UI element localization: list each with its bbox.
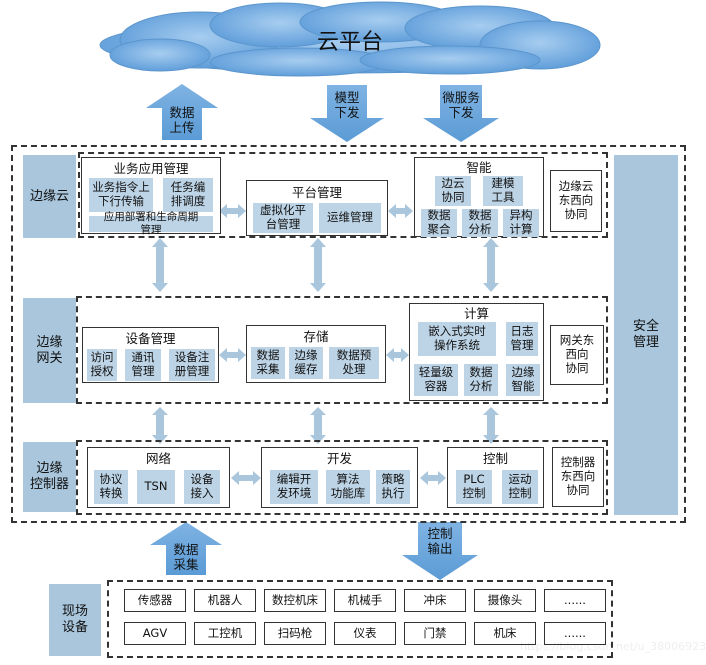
upload-label: 数据 上传 (169, 105, 195, 135)
field-device: ...... (544, 622, 606, 645)
protocol-conversion: 协议 转换 (94, 470, 128, 504)
security-management: 安全 管理 (614, 155, 678, 515)
micro-arrow (423, 85, 499, 142)
dev-environment: 编辑开 发环境 (270, 470, 318, 504)
layer-label-edge-cloud: 边缘云 (23, 155, 76, 238)
field-devices-label: 现场 设备 (49, 584, 101, 656)
layer-label-edge-controller: 边缘 控制器 (23, 442, 76, 512)
double-arrows-row1 (219, 204, 413, 218)
model-arrow (310, 85, 384, 142)
device-access: 设备 接入 (184, 470, 220, 504)
access-auth: 访问 授权 (87, 349, 117, 381)
field-device: AGV (124, 622, 186, 645)
field-devices-row1: 传感器机器人数控机床机械手冲床摄像头...... (124, 589, 614, 613)
policy-execution: 策略 执行 (376, 470, 410, 504)
plc-control: PLC 控制 (456, 470, 492, 504)
vertical-arrows-2 (152, 407, 499, 444)
field-device: 扫码枪 (264, 622, 326, 645)
gateway-ew-collab: 网关东 西向 协同 (550, 325, 604, 385)
network-module: 网络 协议 转换 TSN 设备 接入 (87, 447, 230, 508)
gateway-data-analysis: 数据 分析 (464, 364, 498, 396)
edge-intelligence: 边缘 智能 (506, 364, 540, 396)
virtualization-mgmt: 虚拟化平 台管理 (253, 203, 313, 233)
field-devices-frame (107, 580, 613, 658)
edge-cloud-ew-collab: 边缘云 东西向 协同 (550, 170, 602, 232)
control-module: 控制 PLC 控制 运动 控制 (447, 447, 544, 508)
task-scheduling: 任务编 排调度 (163, 178, 213, 212)
compute-module: 计算 嵌入式实时 操作系统 日志 管理 轻量级 容器 数据 分析 边缘 智能 (409, 303, 544, 401)
collect-label: 数据 采集 (173, 542, 199, 572)
field-device: 机床 (474, 622, 536, 645)
field-device: 机械手 (334, 589, 396, 612)
lightweight-container: 轻量级 容器 (414, 364, 458, 396)
storage-module: 存储 数据 采集 边缘 缓存 数据预 处理 (246, 325, 386, 383)
control-title: 控制 (482, 450, 508, 466)
field-device: 传感器 (124, 589, 186, 612)
model-label: 模型 下发 (334, 90, 360, 120)
command-transfer: 业务指令上 下行传输 (89, 178, 153, 212)
edge-cloud-row (78, 152, 608, 238)
platform-title: 平台管理 (291, 184, 342, 200)
double-arrows-row2 (219, 348, 409, 362)
network-title: 网络 (145, 450, 171, 466)
watermark: https://blog.csdn.net/u_38006923 (520, 640, 706, 653)
device-management: 设备管理 访问 授权 通讯 管理 设备注 册管理 (82, 327, 219, 383)
edge-cache: 边缘 缓存 (289, 347, 323, 379)
algorithm-library: 算法 功能库 (326, 470, 370, 504)
upload-arrow (146, 84, 218, 140)
double-arrows-row3 (231, 471, 446, 485)
motion-control: 运动 控制 (502, 470, 538, 504)
intelligence-title: 智能 (466, 159, 492, 175)
field-device: 冲床 (404, 589, 466, 612)
heterogeneous-compute: 异构 计算 (503, 208, 539, 237)
develop-module: 开发 编辑开 发环境 算法 功能库 策略 执行 (261, 447, 418, 508)
layer-label-edge-gateway: 边缘 网关 (23, 298, 76, 403)
field-device: 工控机 (194, 622, 256, 645)
compute-title: 计算 (463, 305, 489, 321)
device-registration: 设备注 册管理 (169, 349, 215, 381)
storage-title: 存储 (303, 328, 329, 344)
device-mgmt-title: 设备管理 (125, 330, 176, 346)
field-device: 数控机床 (264, 589, 326, 612)
log-mgmt: 日志 管理 (506, 322, 538, 356)
edge-cloud-collab: 边云 协同 (435, 176, 471, 206)
vertical-arrows-1 (152, 238, 499, 292)
embedded-rtos: 嵌入式实时 操作系统 (418, 322, 496, 356)
field-devices-row2: AGV 工控机扫码枪仪表门禁机床...... (124, 622, 614, 646)
business-app-management: 业务应用管理 业务指令上 下行传输 任务编 排调度 应用部署和生命周期 管理 (81, 157, 221, 236)
collect-arrow (150, 522, 222, 575)
cloud-platform-label: 云平台 (316, 29, 383, 55)
output-label: 控制 输出 (427, 526, 453, 556)
field-device: ...... (544, 589, 606, 612)
edge-gateway-row (76, 296, 608, 404)
data-analysis: 数据 分析 (462, 208, 498, 237)
controller-ew-collab: 控制器 东西向 协同 (552, 447, 604, 507)
platform-management: 平台管理 虚拟化平 台管理 运维管理 (246, 180, 388, 236)
edge-controller-row (76, 440, 608, 515)
data-aggregation: 数据 聚合 (421, 208, 457, 237)
app-lifecycle: 应用部署和生命周期 管理 (89, 211, 213, 236)
tsn: TSN (137, 470, 175, 504)
develop-title: 开发 (326, 450, 352, 466)
cloud-shape (99, 1, 601, 77)
data-preprocess: 数据预 处理 (329, 347, 379, 379)
modeling-tool: 建模 工具 (483, 176, 523, 206)
field-device: 仪表 (334, 622, 396, 645)
intelligence-module: 智能 边云 协同 建模 工具 数据 聚合 数据 分析 异构 计算 (414, 157, 544, 237)
comm-mgmt: 通讯 管理 (125, 349, 161, 381)
output-arrow (402, 522, 478, 580)
ops-mgmt: 运维管理 (319, 203, 381, 233)
field-device: 摄像头 (474, 589, 536, 612)
field-device: 机器人 (194, 589, 256, 612)
field-device: 门禁 (404, 622, 466, 645)
business-app-title: 业务应用管理 (113, 160, 189, 176)
data-collection: 数据 采集 (251, 347, 285, 379)
microservice-label: 微服务 下发 (442, 90, 480, 120)
edge-framework-frame (11, 145, 686, 523)
